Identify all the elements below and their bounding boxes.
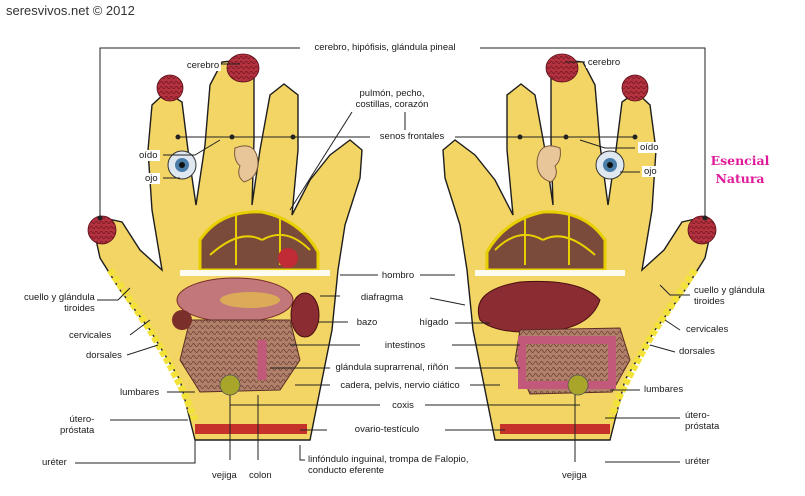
- left-hand: [87, 53, 363, 441]
- label-diafragma: diafragma: [358, 292, 406, 303]
- label-oido-left: oído: [137, 150, 160, 161]
- label-glandula-suprarrenal: glándula suprarrenal, riñón: [333, 362, 451, 373]
- label-cerebro-hipofisis: cerebro, hipófisis, glándula pineal: [312, 42, 458, 53]
- right-intestines: [514, 327, 631, 395]
- label-vejiga-left: vejiga: [210, 470, 239, 481]
- label-bazo: bazo: [354, 317, 380, 328]
- label-vejiga-right: vejiga: [560, 470, 589, 481]
- label-dorsales-left: dorsales: [84, 350, 124, 361]
- label-lumbares-right: lumbares: [642, 384, 686, 395]
- left-kidney: [172, 310, 192, 330]
- leader-lines: [75, 47, 708, 464]
- label-coxis: coxis: [390, 400, 416, 411]
- label-higado: hígado: [417, 317, 451, 328]
- label-ureter-left: uréter: [40, 457, 69, 468]
- left-ear: [234, 145, 259, 183]
- label-linfondulo-inguinal: linfóndulo inguinal, trompa de Falopio, …: [306, 454, 471, 476]
- brand-logo-text: Esencial Natura: [710, 153, 770, 186]
- label-ovario-testiculo: ovario-testículo: [352, 424, 422, 435]
- label-cerebro-right: cerebro: [585, 57, 623, 68]
- watermark-text: seresvivos.net © 2012: [6, 3, 135, 18]
- label-cervicales-left: cervicales: [67, 330, 114, 341]
- label-cadera-pelvis: cadera, pelvis, nervio ciático: [338, 380, 462, 391]
- left-middle-brain: [226, 53, 260, 83]
- left-bladder: [219, 374, 241, 396]
- label-intestinos: intestinos: [382, 340, 428, 351]
- label-dorsales-right: dorsales: [677, 346, 717, 357]
- label-oido-right: oído: [638, 142, 661, 153]
- left-heart: [278, 248, 298, 268]
- label-colon: colon: [247, 470, 274, 481]
- left-index-brain: [156, 74, 184, 102]
- right-lung-area: [485, 210, 607, 272]
- label-ojo-right: ojo: [642, 166, 659, 177]
- label-utero-left: útero- próstata: [58, 414, 97, 436]
- label-ureter-right: uréter: [683, 456, 712, 467]
- label-cuello-right: cuello y glándula tiroides: [692, 285, 767, 307]
- label-cervicales-right: cervicales: [684, 324, 731, 335]
- left-wrist-band: [195, 424, 307, 434]
- label-cuello-left: cuello y glándula tiroides: [22, 292, 97, 314]
- right-liver: [478, 280, 601, 333]
- label-lumbares-left: lumbares: [118, 387, 162, 398]
- right-spine-reflex: [606, 268, 698, 422]
- label-pulmon-pecho: pulmón, pecho, costillas, corazón: [353, 88, 431, 110]
- label-cerebro-left: cerebro: [184, 60, 222, 71]
- right-bladder: [567, 374, 589, 396]
- right-index-brain: [621, 74, 649, 102]
- left-spleen: [290, 292, 320, 338]
- left-spine-reflex: [107, 268, 199, 422]
- label-ojo-left: ojo: [143, 173, 160, 184]
- left-thumb-brain: [87, 215, 117, 245]
- left-intestines: [179, 319, 301, 393]
- label-utero-right: útero- próstata: [683, 410, 722, 432]
- right-hand: [442, 53, 717, 441]
- right-ear: [536, 145, 561, 183]
- right-wrist-band: [500, 424, 610, 434]
- right-middle-brain: [545, 53, 579, 83]
- label-senos-frontales: senos frontales: [377, 131, 447, 142]
- label-hombro: hombro: [379, 270, 417, 281]
- right-thumb-brain: [687, 215, 717, 245]
